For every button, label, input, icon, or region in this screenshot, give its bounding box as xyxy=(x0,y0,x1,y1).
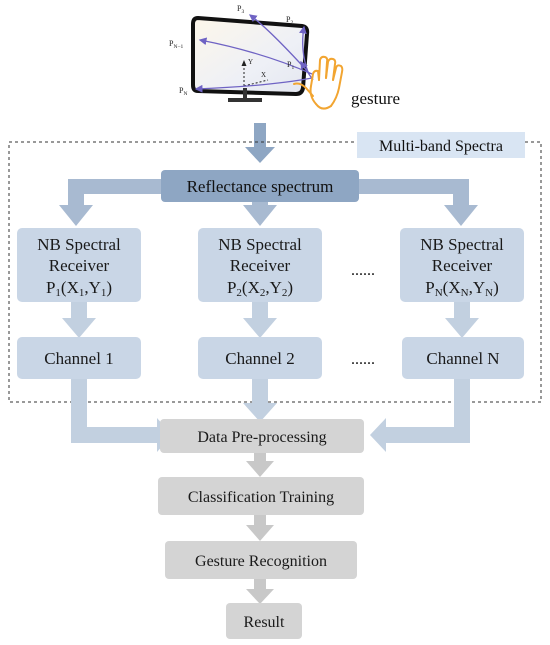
channel-ellipsis: ...... xyxy=(351,351,375,368)
receiver-to-channel-arrows xyxy=(62,302,479,338)
receiver-coord: P1(X1,Y1) xyxy=(46,278,112,299)
recognition-label: Gesture Recognition xyxy=(195,553,327,570)
receiver-box xyxy=(198,228,322,302)
receiver-2: NB Spectral Receiver P2(X2,Y2) xyxy=(198,228,322,302)
x-axis xyxy=(243,79,269,87)
multiband-region xyxy=(8,141,542,403)
channel-1: Channel 1 xyxy=(17,337,141,379)
receiver-coord: P2(X2,Y2) xyxy=(227,278,293,299)
receiver-1: NB Spectral Receiver P1(X1,Y1) xyxy=(17,228,141,302)
receiver-n: NB Spectral Receiver PN(XN,YN) xyxy=(400,228,524,302)
preprocess-box xyxy=(160,419,364,453)
point-p1: P1 xyxy=(287,60,294,71)
hand-icon xyxy=(293,55,344,110)
channel-label: Channel 2 xyxy=(225,349,294,368)
arrow-illustration-to-reflectance xyxy=(245,123,275,163)
point-labels: P3 P2 PN−1 P1 PN xyxy=(169,4,294,97)
reflectance-label: Reflectance spectrum xyxy=(187,177,334,196)
region-label: Multi-band Spectra xyxy=(379,138,503,155)
receiver-line1: NB Spectral xyxy=(420,235,504,254)
receiver-box xyxy=(17,228,141,302)
channel-box xyxy=(17,337,141,379)
point-pn: PN xyxy=(179,86,187,97)
channel-box xyxy=(402,337,524,379)
receiver-line1: NB Spectral xyxy=(218,235,302,254)
channel-label: Channel 1 xyxy=(44,349,113,368)
receiver-line1: NB Spectral xyxy=(37,235,121,254)
receiver-coord: PN(XN,YN) xyxy=(425,278,498,299)
receiver-line2: Receiver xyxy=(49,256,110,275)
channel-label: Channel N xyxy=(426,349,499,368)
point-pn-1: PN−1 xyxy=(169,39,184,50)
receiver-box xyxy=(400,228,524,302)
pipeline-arrow-2 xyxy=(246,515,274,541)
preprocess-label: Data Pre-processing xyxy=(197,429,326,446)
point-p2: P2 xyxy=(286,15,293,26)
result-box xyxy=(226,603,302,639)
reflectance-box xyxy=(161,170,359,202)
channel-n: Channel N xyxy=(402,337,524,379)
classification-label: Classification Training xyxy=(188,489,334,506)
recognition-box xyxy=(165,541,357,579)
pipeline-arrow-3 xyxy=(246,579,274,604)
receiver-ellipsis: ...... xyxy=(351,262,375,279)
y-axis-label: Y xyxy=(248,58,253,66)
receiver-line2: Receiver xyxy=(230,256,291,275)
channel-to-preprocess-arrows xyxy=(71,379,470,452)
monitor-base xyxy=(228,98,262,102)
channel-2: Channel 2 xyxy=(198,337,322,379)
pipeline: Data Pre-processing Classification Train… xyxy=(158,419,364,639)
monitor-screen xyxy=(191,15,310,97)
gesture-illustration: Y X P3 P2 PN−1 P1 PN gesture xyxy=(169,4,400,110)
classification-box xyxy=(158,477,364,515)
monitor-stand xyxy=(243,88,247,99)
point-p3: P3 xyxy=(237,4,244,15)
gesture-label: gesture xyxy=(351,89,400,108)
x-axis-label: X xyxy=(261,71,266,79)
channel-box xyxy=(198,337,322,379)
result-label: Result xyxy=(244,614,285,631)
receiver-line2: Receiver xyxy=(432,256,493,275)
pipeline-arrow-1 xyxy=(246,453,274,477)
region-label-bg xyxy=(357,132,525,158)
